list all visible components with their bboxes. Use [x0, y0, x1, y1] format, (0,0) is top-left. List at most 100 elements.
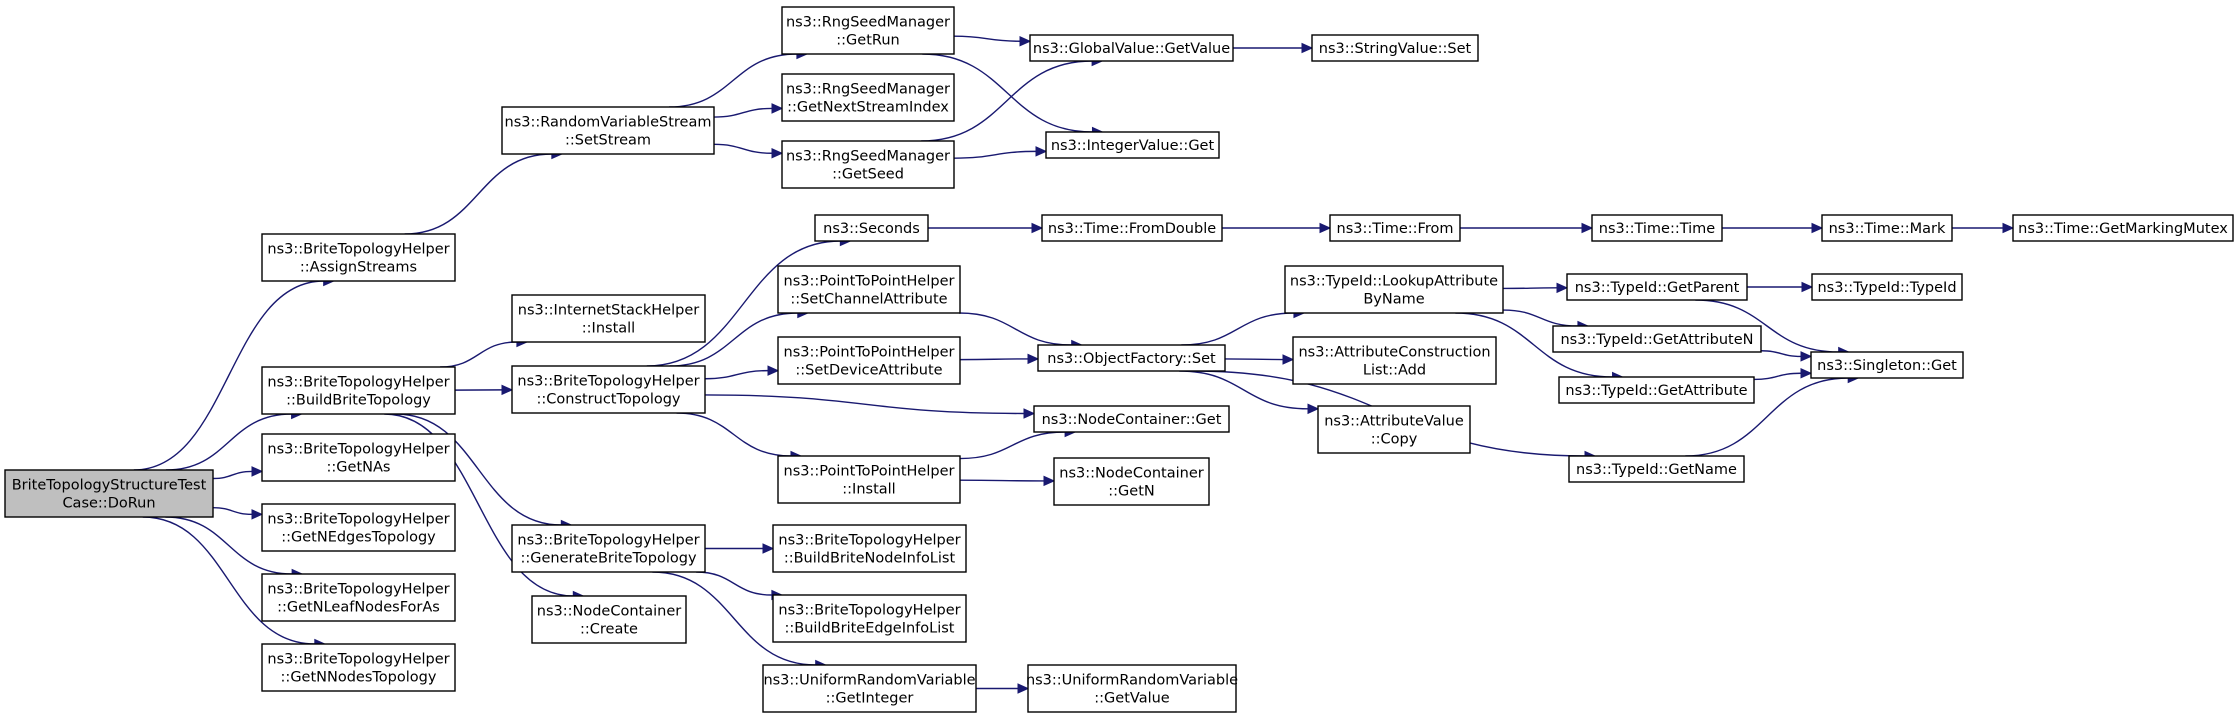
node-label-line: ns3::RngSeedManager	[786, 149, 950, 165]
node-label-line: ns3::StringValue::Set	[1319, 41, 1472, 57]
edge-generate-to-build-node-info	[705, 543, 775, 554]
node-box	[1027, 664, 1237, 713]
edge-line	[953, 35, 1021, 42]
node-p2p-install[interactable]: ns3::PointToPointHelper::Install	[777, 455, 961, 504]
node-of-set[interactable]: ns3::ObjectFactory::Set	[1037, 344, 1226, 372]
node-build-brite[interactable]: ns3::BriteTopologyHelper::BuildBriteTopo…	[261, 366, 456, 415]
node-label-line: ::ConstructTopology	[536, 392, 680, 408]
node-get-parent[interactable]: ns3::TypeId::GetParent	[1566, 273, 1748, 301]
node-box	[1029, 34, 1234, 62]
edge-construct-to-p2p-install	[676, 412, 803, 462]
edge-line	[669, 312, 798, 367]
node-nc-get[interactable]: ns3::NodeContainer::Get	[1033, 405, 1230, 433]
node-nc-get-n[interactable]: ns3::NodeContainer::GetN	[1053, 457, 1210, 506]
node-av-copy[interactable]: ns3::AttributeValue::Copy	[1317, 405, 1471, 454]
node-get-name[interactable]: ns3::TypeId::GetName	[1568, 455, 1745, 483]
node-set-stream[interactable]: ns3::RandomVariableStream::SetStream	[501, 106, 715, 155]
node-get-attr[interactable]: ns3::TypeId::GetAttribute	[1558, 376, 1755, 404]
node-label-line: ::GetNextStreamIndex	[787, 100, 949, 116]
node-box	[762, 664, 977, 713]
node-label-line: ns3::IntegerValue::Get	[1051, 138, 1215, 154]
node-get-integer[interactable]: ns3::UniformRandomVariable::GetInteger	[762, 664, 977, 713]
node-gv-get-value[interactable]: ns3::GlobalValue::GetValue	[1029, 34, 1234, 62]
node-build-edge-info[interactable]: ns3::BriteTopologyHelper::BuildBriteEdge…	[772, 594, 967, 643]
arrowhead	[501, 384, 514, 396]
node-urv-get-value[interactable]: ns3::UniformRandomVariable::GetValue	[1026, 664, 1238, 713]
node-box	[772, 594, 967, 643]
node-label-line: ns3::GlobalValue::GetValue	[1033, 41, 1230, 57]
node-label-line: ns3::Singleton::Get	[1817, 358, 1957, 374]
node-generate[interactable]: ns3::BriteTopologyHelper::GenerateBriteT…	[511, 524, 706, 573]
node-label-line: ::GetN	[1108, 484, 1154, 500]
edge-line	[165, 516, 293, 575]
edge-of-set-to-av-copy	[1179, 370, 1320, 415]
node-get-next-stream[interactable]: ns3::RngSeedManager::GetNextStreamIndex	[781, 73, 955, 122]
node-seconds[interactable]: ns3::Seconds	[814, 214, 929, 242]
node-box	[1037, 344, 1226, 372]
node-get-nleaf[interactable]: ns3::BriteTopologyHelper::GetNLeafNodesF…	[261, 573, 456, 622]
edge-of-set-to-lookup-attr	[1181, 307, 1306, 346]
node-label-line: ns3::NodeContainer	[1059, 466, 1203, 482]
node-label-line: ns3::PointToPointHelper	[784, 274, 955, 290]
edge-line	[1685, 377, 1849, 457]
edge-line	[404, 153, 552, 235]
node-get-nnodes[interactable]: ns3::BriteTopologyHelper::GetNNodesTopol…	[261, 643, 456, 692]
edge-line	[1695, 299, 1839, 353]
node-assign-streams[interactable]: ns3::BriteTopologyHelper::AssignStreams	[261, 233, 456, 282]
edge-line	[395, 413, 562, 526]
node-int-get[interactable]: ns3::IntegerValue::Get	[1045, 131, 1220, 159]
node-get-run[interactable]: ns3::RngSeedManager::GetRun	[781, 6, 955, 55]
node-label-line: ::SetChannelAttribute	[790, 292, 947, 308]
arrowhead	[1031, 222, 1044, 234]
node-singleton[interactable]: ns3::Singleton::Get	[1810, 351, 1964, 379]
arrowhead	[771, 147, 784, 159]
edge-line	[165, 413, 292, 471]
node-label-line: ::GenerateBriteTopology	[520, 551, 696, 567]
node-type-id-ctor[interactable]: ns3::TypeId::TypeId	[1811, 273, 1963, 301]
edge-line	[212, 470, 253, 480]
node-sv-set[interactable]: ns3::StringValue::Set	[1311, 34, 1479, 62]
node-label-line: BriteTopologyStructureTest	[12, 478, 207, 494]
node-label-line: ns3::BriteTopologyHelper	[517, 533, 699, 549]
edge-gv-get-value-to-sv-set	[1233, 42, 1314, 54]
node-get-nas[interactable]: ns3::BriteTopologyHelper::GetNAs	[261, 433, 456, 482]
edge-line	[1455, 312, 1613, 378]
node-box	[1568, 455, 1745, 483]
node-label-line: ns3::TypeId::GetParent	[1575, 280, 1740, 296]
node-construct[interactable]: ns3::BriteTopologyHelper::ConstructTopol…	[511, 365, 706, 414]
node-get-nedges[interactable]: ns3::BriteTopologyHelper::GetNEdgesTopol…	[261, 503, 456, 552]
node-inet-install[interactable]: ns3::InternetStackHelper::Install	[511, 294, 706, 343]
node-label-line: ns3::RandomVariableStream	[505, 115, 712, 131]
node-label-line: ns3::TypeId::GetName	[1576, 462, 1737, 478]
node-set-device-attr[interactable]: ns3::PointToPointHelper::SetDeviceAttrib…	[777, 336, 961, 385]
node-time-mark[interactable]: ns3::Time::Mark	[1821, 214, 1953, 242]
node-time-time[interactable]: ns3::Time::Time	[1591, 214, 1723, 242]
node-label-line: ns3::TypeId::GetAttributeN	[1560, 332, 1753, 348]
node-label-line: ns3::RngSeedManager	[786, 15, 950, 31]
node-box	[1311, 34, 1479, 62]
edge-time-mark-to-marking-mutex	[1952, 222, 2015, 234]
edge-get-integer-to-urv-get-value	[976, 683, 1030, 694]
node-label-line: ns3::ObjectFactory::Set	[1047, 351, 1216, 367]
node-from-double[interactable]: ns3::Time::FromDouble	[1041, 214, 1223, 242]
edge-line	[384, 413, 574, 597]
node-get-attr-n[interactable]: ns3::TypeId::GetAttributeN	[1552, 325, 1762, 353]
node-set-channel-attr[interactable]: ns3::PointToPointHelper::SetChannelAttri…	[777, 265, 961, 314]
node-box	[1053, 457, 1210, 506]
edge-line	[1179, 370, 1309, 410]
node-box	[1329, 214, 1461, 242]
node-time-from[interactable]: ns3::Time::From	[1329, 214, 1461, 242]
node-label-line: ns3::BriteTopologyHelper	[778, 603, 960, 619]
edge-line	[212, 506, 253, 516]
node-build-node-info[interactable]: ns3::BriteTopologyHelper::BuildBriteNode…	[772, 524, 967, 573]
edge-line	[1502, 287, 1558, 290]
edge-set-stream-to-get-seed	[713, 143, 784, 159]
node-nc-create[interactable]: ns3::NodeContainer::Create	[531, 595, 687, 644]
edge-line	[1760, 350, 1802, 358]
node-marking-mutex[interactable]: ns3::Time::GetMarkingMutex	[2012, 214, 2234, 242]
node-get-seed[interactable]: ns3::RngSeedManager::GetSeed	[781, 140, 955, 189]
edge-get-run-to-gv-get-value	[953, 35, 1032, 47]
